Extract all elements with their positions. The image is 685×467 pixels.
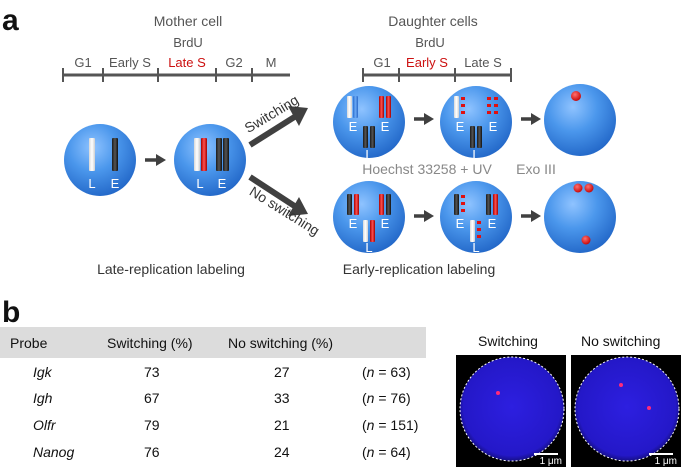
locus-label-late: L — [365, 240, 372, 255]
mother-phase-g1: G1 — [74, 55, 91, 70]
micrograph-switching: 1 μm — [456, 355, 566, 467]
locus-label-early: E — [218, 176, 227, 191]
locus-label-early: E — [111, 176, 120, 191]
panel-label-a: a — [2, 4, 19, 37]
panel-label-b: b — [2, 296, 21, 329]
sample-size: (n = 151) — [362, 417, 419, 433]
probe-name: Igh — [33, 390, 53, 406]
mother-cell-title: Mother cell — [154, 13, 222, 29]
micrograph-title-switching: Switching — [478, 333, 538, 349]
arrow-right-icon — [145, 154, 166, 166]
no-switching-value: 21 — [274, 417, 290, 433]
arrow-right-icon — [414, 210, 434, 222]
daughter-phase-g1: G1 — [373, 55, 390, 70]
table-header-probe: Probe — [10, 335, 48, 351]
daughter-cells-title: Daughter cells — [388, 13, 478, 29]
arrow-right-icon — [521, 113, 541, 125]
scale-bar-label: 1 μm — [539, 456, 562, 467]
late-replication-caption: Late-replication labeling — [97, 261, 245, 277]
nucleus-image — [574, 356, 680, 462]
table-header-bar — [0, 327, 426, 358]
locus-label-early: E — [381, 119, 390, 134]
switching-value: 76 — [144, 444, 160, 460]
daughter-timeline — [362, 68, 512, 82]
mother-phase-late-s: Late S — [168, 55, 206, 70]
mother-phase-m: M — [266, 55, 277, 70]
probe-name: Olfr — [33, 417, 56, 433]
sample-size: (n = 64) — [362, 444, 411, 460]
switching-value: 73 — [144, 364, 160, 380]
hoechst-uv-label: Hoechst 33258 + UV — [362, 161, 492, 177]
mother-cell-g1: L E — [64, 124, 136, 196]
locus-label-early: E — [488, 216, 497, 231]
arrow-switching-icon — [248, 106, 308, 148]
no-switching-value: 24 — [274, 444, 290, 460]
micrograph-title-no-switching: No switching — [581, 333, 661, 349]
probe-name: Igk — [33, 364, 52, 380]
locus-label-early: E — [349, 216, 358, 231]
locus-label-late: L — [196, 176, 203, 191]
probe-name: Nanog — [33, 444, 75, 460]
locus-label-early: E — [349, 119, 358, 134]
daughter-brdu-label: BrdU — [415, 35, 445, 50]
daughter-cell-no-switching-2: E E L — [440, 181, 512, 255]
sample-size: (n = 76) — [362, 390, 411, 406]
daughter-cell-no-switching-1: E E L — [333, 181, 405, 255]
sample-size: (n = 63) — [362, 364, 411, 380]
arrow-no-switching-icon — [248, 174, 308, 216]
locus-label-late: L — [88, 176, 95, 191]
arrow-right-icon — [414, 113, 434, 125]
mother-timeline — [62, 68, 290, 82]
mother-brdu-label: BrdU — [173, 35, 203, 50]
arrow-right-icon — [521, 210, 541, 222]
switching-value: 67 — [144, 390, 160, 406]
mother-phase-g2: G2 — [225, 55, 242, 70]
nucleus-image — [459, 356, 565, 462]
switching-value: 79 — [144, 417, 160, 433]
locus-label-early: E — [456, 216, 465, 231]
digested-cell-no-switching — [544, 181, 616, 253]
mother-cell-labeled: L E — [174, 124, 246, 196]
micrograph-no-switching: 1 μm — [571, 355, 681, 467]
table-header-switching: Switching (%) — [107, 335, 193, 351]
daughter-phase-early-s: Early S — [406, 55, 448, 70]
locus-label-early: E — [489, 119, 498, 134]
locus-label-early: E — [456, 119, 465, 134]
early-replication-caption: Early-replication labeling — [343, 261, 496, 277]
scale-bar — [534, 453, 558, 455]
daughter-cell-switching-1: E E L — [333, 86, 405, 162]
locus-label-late: L — [472, 147, 479, 162]
locus-label-late: L — [472, 240, 479, 255]
daughter-cell-switching-2: E E L — [440, 86, 512, 162]
no-switching-value: 33 — [274, 390, 290, 406]
scale-bar-label: 1 μm — [654, 456, 677, 467]
no-switching-label: No switching — [247, 183, 323, 239]
mother-phase-early-s: Early S — [109, 55, 151, 70]
scale-bar — [649, 453, 673, 455]
exo-iii-label: Exo III — [516, 161, 556, 177]
daughter-phase-late-s: Late S — [464, 55, 502, 70]
locus-label-late: L — [365, 147, 372, 162]
no-switching-value: 27 — [274, 364, 290, 380]
locus-label-early: E — [381, 216, 390, 231]
table-header-no-switching: No switching (%) — [228, 335, 334, 351]
digested-cell-switching — [544, 84, 616, 156]
